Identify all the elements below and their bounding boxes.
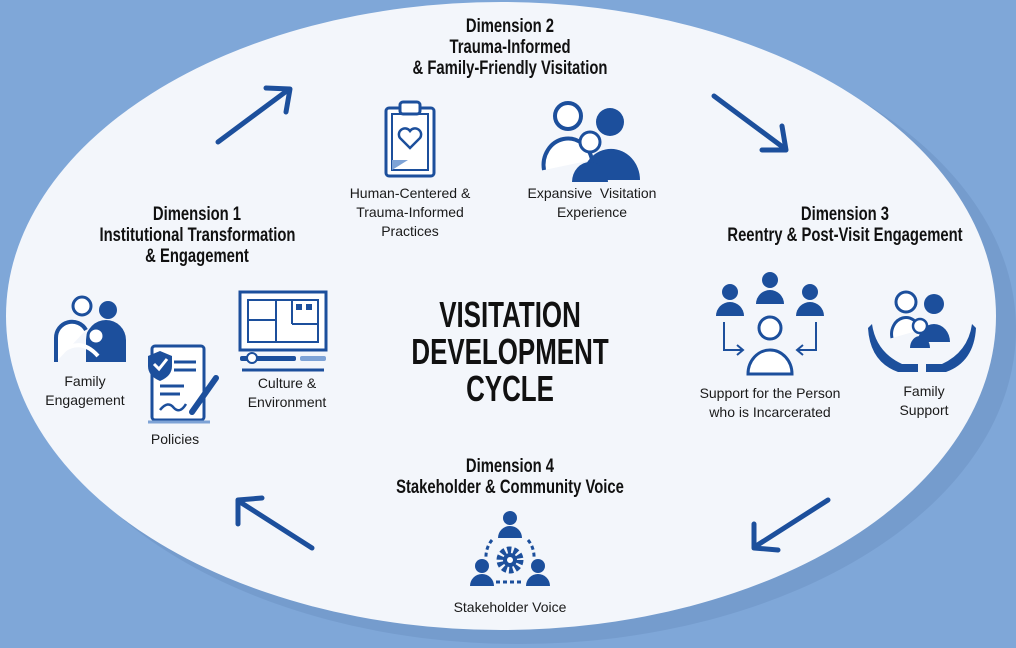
cycle-ellipse — [6, 2, 996, 630]
dimension2-heading-line1: Dimension 2 — [465, 16, 555, 37]
culture-environment-label-line2: Environment — [247, 394, 327, 410]
dimension1-heading-line1: Dimension 1 — [152, 204, 242, 225]
arrow-up-left-icon — [235, 495, 315, 551]
dimension2-heading-line3: & Family-Friendly Visitation — [412, 58, 608, 79]
human-centered-label-line1: Human-Centered & — [349, 185, 471, 201]
human-centered-label: Human-Centered & Trauma-Informed Practic… — [330, 184, 490, 241]
hands-family-icon — [868, 290, 976, 372]
dimension1-heading-line2: Institutional Transformation — [99, 225, 296, 246]
policies-label: Policies — [130, 430, 220, 449]
arrow-down-right-icon — [711, 93, 789, 153]
expansive-visitation-label: Expansive Visitation Experience — [506, 184, 678, 222]
dimension4-heading: Dimension 4 Stakeholder & Community Voic… — [377, 456, 642, 498]
expansive-visitation-label-line1: Expansive Visitation — [527, 185, 657, 201]
family-support-label: Family Support — [880, 382, 968, 420]
family-engagement-label-line2: Engagement — [45, 392, 125, 408]
family-support-label-line2: Support — [899, 402, 949, 418]
human-centered-label-line2: Trauma-Informed — [356, 204, 464, 220]
dimension4-heading-line2: Stakeholder & Community Voice — [396, 477, 624, 498]
support-incarcerated-label-line1: Support for the Person — [699, 385, 841, 401]
center-title-line2: DEVELOPMENT CYCLE — [411, 331, 609, 409]
policies-label-line1: Policies — [150, 431, 200, 447]
family-engagement-label: Family Engagement — [30, 372, 140, 410]
support-incarcerated-label-line2: who is Incarcerated — [709, 404, 831, 420]
center-title: VISITATION DEVELOPMENT CYCLE — [380, 296, 639, 407]
dimension3-heading-line2: Reentry & Post-Visit Engagement — [727, 225, 963, 246]
family-group-icon — [541, 101, 640, 182]
arrow-down-left-icon — [751, 497, 831, 553]
family-embrace-icon — [53, 295, 126, 362]
dimension2-heading-line2: Trauma-Informed — [449, 37, 571, 58]
dimension1-heading: Dimension 1 Institutional Transformation… — [99, 204, 296, 267]
stakeholder-gear-icon — [470, 511, 550, 586]
stakeholder-voice-label: Stakeholder Voice — [410, 598, 610, 617]
support-network-icon — [716, 272, 824, 376]
human-centered-label-line3: Practices — [381, 223, 439, 239]
clipboard-heart-icon — [384, 100, 436, 178]
support-incarcerated-label: Support for the Person who is Incarcerat… — [682, 384, 858, 422]
dimension4-heading-line1: Dimension 4 — [465, 456, 555, 477]
dimension3-heading-line1: Dimension 3 — [800, 204, 890, 225]
center-title-line1: VISITATION — [439, 294, 581, 335]
family-engagement-label-line1: Family — [64, 373, 106, 389]
policy-document-icon — [148, 344, 219, 424]
stakeholder-voice-label-line1: Stakeholder Voice — [453, 599, 567, 615]
floor-plan-icon — [238, 290, 328, 372]
dimension3-heading: Dimension 3 Reentry & Post-Visit Engagem… — [716, 204, 973, 246]
dimension2-heading: Dimension 2 Trauma-Informed & Family-Fri… — [393, 16, 627, 79]
expansive-visitation-label-line2: Experience — [556, 204, 628, 220]
arrow-up-right-icon — [215, 85, 293, 145]
culture-environment-label: Culture & Environment — [234, 374, 340, 412]
family-support-label-line1: Family — [903, 383, 945, 399]
culture-environment-label-line1: Culture & — [257, 375, 317, 391]
dimension1-heading-line3: & Engagement — [145, 246, 249, 267]
